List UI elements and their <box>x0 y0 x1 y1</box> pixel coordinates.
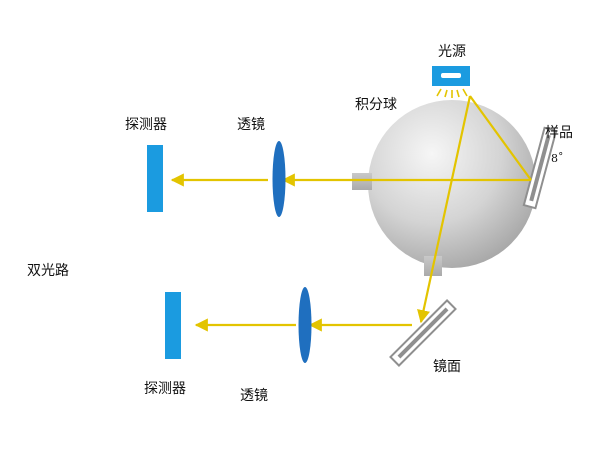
detector-bottom <box>165 292 181 359</box>
sample-holder <box>522 126 558 210</box>
light-source-label: 光源 <box>438 44 466 60</box>
sample-label: 样品 <box>545 125 573 141</box>
beam-source-to-sample <box>469 95 532 181</box>
lens-bottom <box>298 287 312 363</box>
lens-top-label: 透镜 <box>237 117 265 133</box>
lens-bottom-label: 透镜 <box>240 388 268 404</box>
light-source <box>432 66 470 98</box>
mirror-label: 镜面 <box>433 359 461 375</box>
sphere-left-port <box>352 173 372 190</box>
integrating-sphere <box>352 100 536 276</box>
lens-top <box>272 141 286 217</box>
mirror <box>389 299 457 367</box>
detector-bottom-label: 探测器 <box>144 381 186 397</box>
light-source-slot <box>441 73 461 78</box>
integrating-sphere-label: 积分球 <box>355 97 397 113</box>
dual-path-label: 双光路 <box>27 263 69 279</box>
beam-source-to-mirror <box>417 95 472 324</box>
detector-top <box>147 145 163 212</box>
detector-top-label: 探测器 <box>125 117 167 133</box>
angle-label: 8˚ <box>551 152 564 165</box>
beams <box>170 95 532 332</box>
light-source-rays <box>436 88 468 98</box>
